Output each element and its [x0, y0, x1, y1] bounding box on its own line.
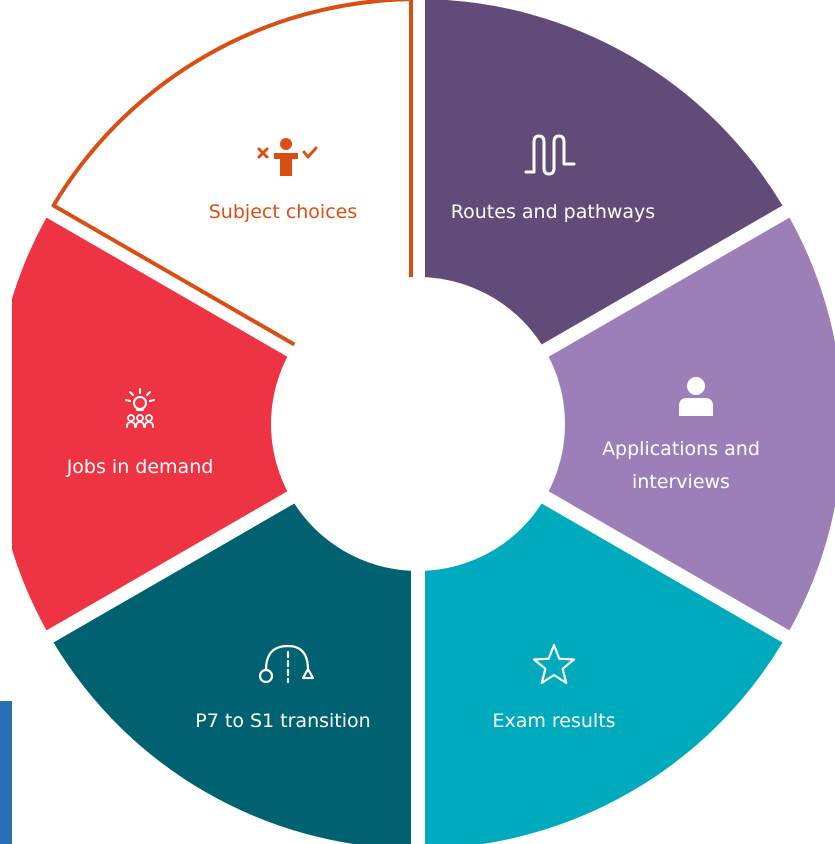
segment-applications-and-interviews[interactable]: [540, 217, 835, 631]
side-tab[interactable]: [0, 701, 12, 844]
segment-routes-and-pathways[interactable]: [425, 0, 783, 350]
wheel-labels: Subject choices Routes and pathwaysApplic…: [66, 134, 760, 732]
pathway-icon: [524, 134, 576, 176]
wheel-hub: [271, 277, 565, 571]
segment-jobs-in-demand[interactable]: [0, 217, 296, 631]
segment-label-exam-results: Exam results: [492, 710, 615, 732]
star-icon: [532, 643, 576, 685]
segment-label-p7-to-s1-transition: P7 to S1 transition: [195, 710, 370, 732]
transition-icon: [258, 644, 315, 684]
segment-label-routes-and-pathways: Routes and pathways: [451, 201, 655, 223]
lightbulb-people-icon: [125, 388, 155, 428]
segment-p7-to-s1-transition[interactable]: [53, 498, 412, 844]
user-icon: [679, 377, 713, 416]
segment-subject-choices[interactable]: [51, 0, 413, 352]
person-choice-icon: [257, 138, 318, 176]
segment-label-subject-choices: Subject choices: [209, 201, 358, 223]
segment-exam-results[interactable]: [425, 498, 783, 844]
segment-label-jobs-in-demand: Jobs in demand: [66, 456, 214, 478]
